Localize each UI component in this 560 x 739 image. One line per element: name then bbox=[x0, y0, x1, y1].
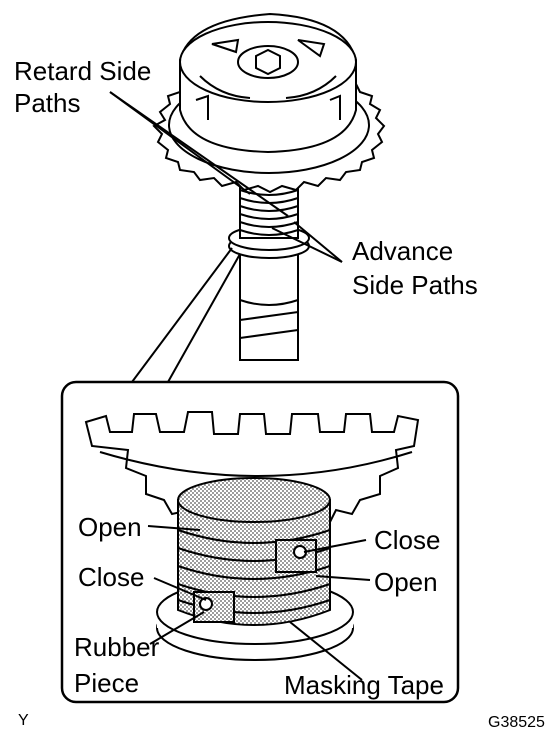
label-close-right: Close bbox=[374, 525, 441, 555]
retard-leader-lines bbox=[109, 91, 289, 217]
label-advance-line2: Side Paths bbox=[352, 270, 478, 300]
inset-leader-lines bbox=[147, 525, 371, 681]
corner-letter: Y bbox=[18, 712, 29, 729]
label-retard-side-line2: Paths bbox=[14, 88, 81, 118]
journal-grooves bbox=[239, 179, 299, 239]
label-open-left: Open bbox=[78, 512, 142, 542]
label-rubber-line2: Piece bbox=[74, 668, 140, 698]
magnify-callout-lines bbox=[131, 247, 241, 383]
label-advance-line1: Advance bbox=[352, 236, 454, 266]
advance-leader-lines bbox=[271, 221, 343, 263]
label-rubber-line1: Rubber bbox=[74, 632, 160, 662]
label-open-right: Open bbox=[374, 567, 438, 597]
figure-code: G38525 bbox=[488, 714, 545, 731]
label-close-left: Close bbox=[78, 562, 145, 592]
vvt-controller bbox=[179, 12, 357, 154]
label-retard-side-line1: Retard Side bbox=[14, 56, 152, 86]
camshaft bbox=[239, 249, 299, 361]
label-masking-tape: Masking Tape bbox=[284, 670, 444, 700]
rubber-piece-right bbox=[275, 539, 317, 573]
